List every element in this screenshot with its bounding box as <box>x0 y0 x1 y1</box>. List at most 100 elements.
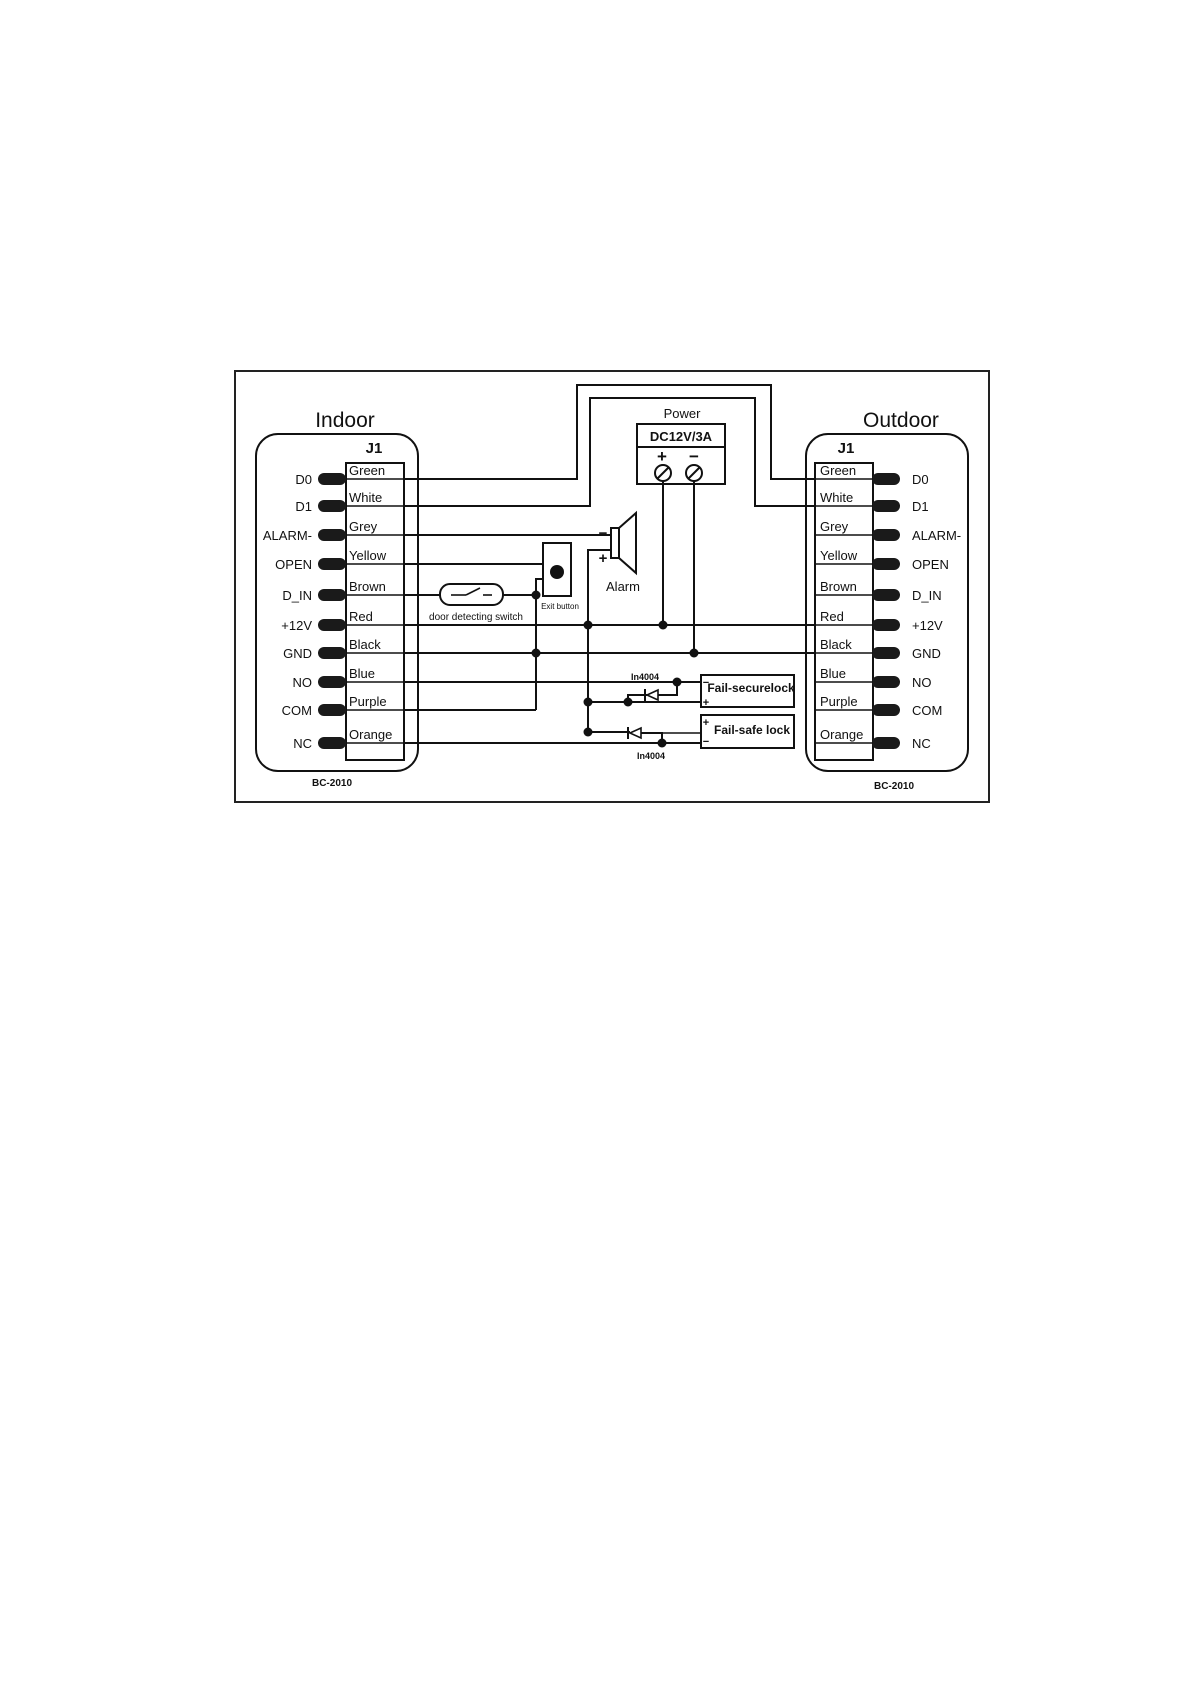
outdoor-pin-label: D1 <box>912 499 929 514</box>
outdoor-panel <box>805 433 969 772</box>
power-title: Power <box>664 406 702 421</box>
indoor-pin-label: GND <box>283 646 312 661</box>
indoor-pin-terminal <box>318 676 346 688</box>
indoor-wire-color-label: White <box>349 490 382 505</box>
indoor-pin-terminal <box>318 500 346 512</box>
indoor-panel <box>255 433 419 772</box>
outdoor-wire-color-label: Red <box>820 609 844 624</box>
outdoor-pin-label: NC <box>912 736 931 751</box>
fail-secure-plus-sign: + <box>703 697 709 709</box>
alarm-label: Alarm <box>606 579 640 594</box>
indoor-wire-color-label: Black <box>349 637 381 652</box>
indoor-pin-label: OPEN <box>275 557 312 572</box>
outdoor-connector-label: J1 <box>838 440 855 457</box>
indoor-pin-terminal <box>318 473 346 485</box>
indoor-pin-label: NO <box>293 675 313 690</box>
indoor-wire-color-label: Brown <box>349 579 386 594</box>
indoor-pin-terminal <box>318 704 346 716</box>
power-rating: DC12V/3A <box>650 429 713 444</box>
diode-top-label: In4004 <box>631 672 659 682</box>
outdoor-pin-label: NO <box>912 675 932 690</box>
fail-safe-lock-box <box>700 714 795 749</box>
exit-button-icon <box>542 542 572 597</box>
outdoor-pin-terminal <box>872 529 900 541</box>
indoor-pin-label: D0 <box>295 472 312 487</box>
indoor-connector-block <box>345 462 405 761</box>
outdoor-pin-terminal <box>872 737 900 749</box>
outdoor-pin-terminal <box>872 704 900 716</box>
outdoor-wire-color-label: Blue <box>820 666 846 681</box>
indoor-pin-terminal <box>318 558 346 570</box>
alarm-minus-sign: − <box>599 525 608 542</box>
power-minus-sign: − <box>689 447 699 466</box>
power-minus-screw-icon <box>685 464 703 482</box>
indoor-pin-label: NC <box>293 736 312 751</box>
indoor-pin-terminal <box>318 647 346 659</box>
indoor-title: Indoor <box>315 409 375 432</box>
power-plus-sign: + <box>657 447 667 466</box>
fail-secure-minus-sign: − <box>703 677 709 689</box>
indoor-model-label: BC-2010 <box>312 778 352 789</box>
diagram-frame <box>234 370 990 803</box>
outdoor-pin-terminal <box>872 619 900 631</box>
outdoor-wire-color-label: Grey <box>820 519 849 534</box>
indoor-wire-color-label: Blue <box>349 666 375 681</box>
indoor-wire-color-label: Purple <box>349 694 387 709</box>
exit-button-label: Exit button <box>541 602 579 611</box>
indoor-wire-color-label: Red <box>349 609 373 624</box>
indoor-wire-color-label: Green <box>349 463 385 478</box>
outdoor-pin-label: ALARM- <box>912 528 961 543</box>
outdoor-wire-color-label: Purple <box>820 694 858 709</box>
indoor-pin-label: ALARM- <box>263 528 312 543</box>
indoor-pin-label: +12V <box>281 618 312 633</box>
alarm-plus-sign: + <box>599 550 608 567</box>
outdoor-pin-terminal <box>872 473 900 485</box>
indoor-pin-label: COM <box>282 703 312 718</box>
fail-safe-plus-sign: + <box>703 717 709 729</box>
outdoor-pin-terminal <box>872 676 900 688</box>
junction-dots <box>531 590 699 748</box>
outdoor-pin-terminal <box>872 500 900 512</box>
indoor-pin-terminal <box>318 619 346 631</box>
outdoor-wire-color-label: Yellow <box>820 548 858 563</box>
outdoor-pin-terminal <box>872 558 900 570</box>
indoor-pin-label: D1 <box>295 499 312 514</box>
outdoor-connector-block <box>814 462 874 761</box>
outdoor-wire-color-label: White <box>820 490 853 505</box>
outdoor-wire-color-label: Brown <box>820 579 857 594</box>
wiring-lines <box>404 384 815 744</box>
outdoor-pin-label: OPEN <box>912 557 949 572</box>
outdoor-pin-terminal <box>872 647 900 659</box>
diode-bottom-label: In4004 <box>637 751 665 761</box>
fail-safe-minus-sign: − <box>703 736 709 748</box>
indoor-pin-terminal <box>318 737 346 749</box>
fail-safe-lock-label: Fail-safe lock <box>714 723 790 737</box>
outdoor-wire-color-label: Green <box>820 463 856 478</box>
outdoor-pin-label: D_IN <box>912 588 942 603</box>
outdoor-pin-label: GND <box>912 646 941 661</box>
indoor-pin-terminal <box>318 529 346 541</box>
power-supply-box <box>636 423 726 485</box>
door-switch-icon <box>439 583 504 606</box>
outdoor-pin-terminal <box>872 589 900 601</box>
door-switch-label: door detecting switch <box>429 612 523 623</box>
outdoor-model-label: BC-2010 <box>874 781 914 792</box>
indoor-pin-terminal <box>318 589 346 601</box>
indoor-wire-color-label: Yellow <box>349 548 387 563</box>
outdoor-pin-label: +12V <box>912 618 943 633</box>
fail-secure-lock-label: Fail-securelock <box>707 681 795 695</box>
indoor-wire-color-label: Grey <box>349 519 378 534</box>
indoor-connector-label: J1 <box>366 440 383 457</box>
outdoor-wire-color-label: Orange <box>820 727 863 742</box>
indoor-wire-color-label: Orange <box>349 727 392 742</box>
outdoor-pin-label: D0 <box>912 472 929 487</box>
outdoor-title: Outdoor <box>863 409 939 432</box>
outdoor-wire-color-label: Black <box>820 637 852 652</box>
indoor-pin-label: D_IN <box>282 588 312 603</box>
power-plus-screw-icon <box>654 464 672 482</box>
fail-secure-lock-box <box>700 674 795 708</box>
outdoor-pin-label: COM <box>912 703 942 718</box>
